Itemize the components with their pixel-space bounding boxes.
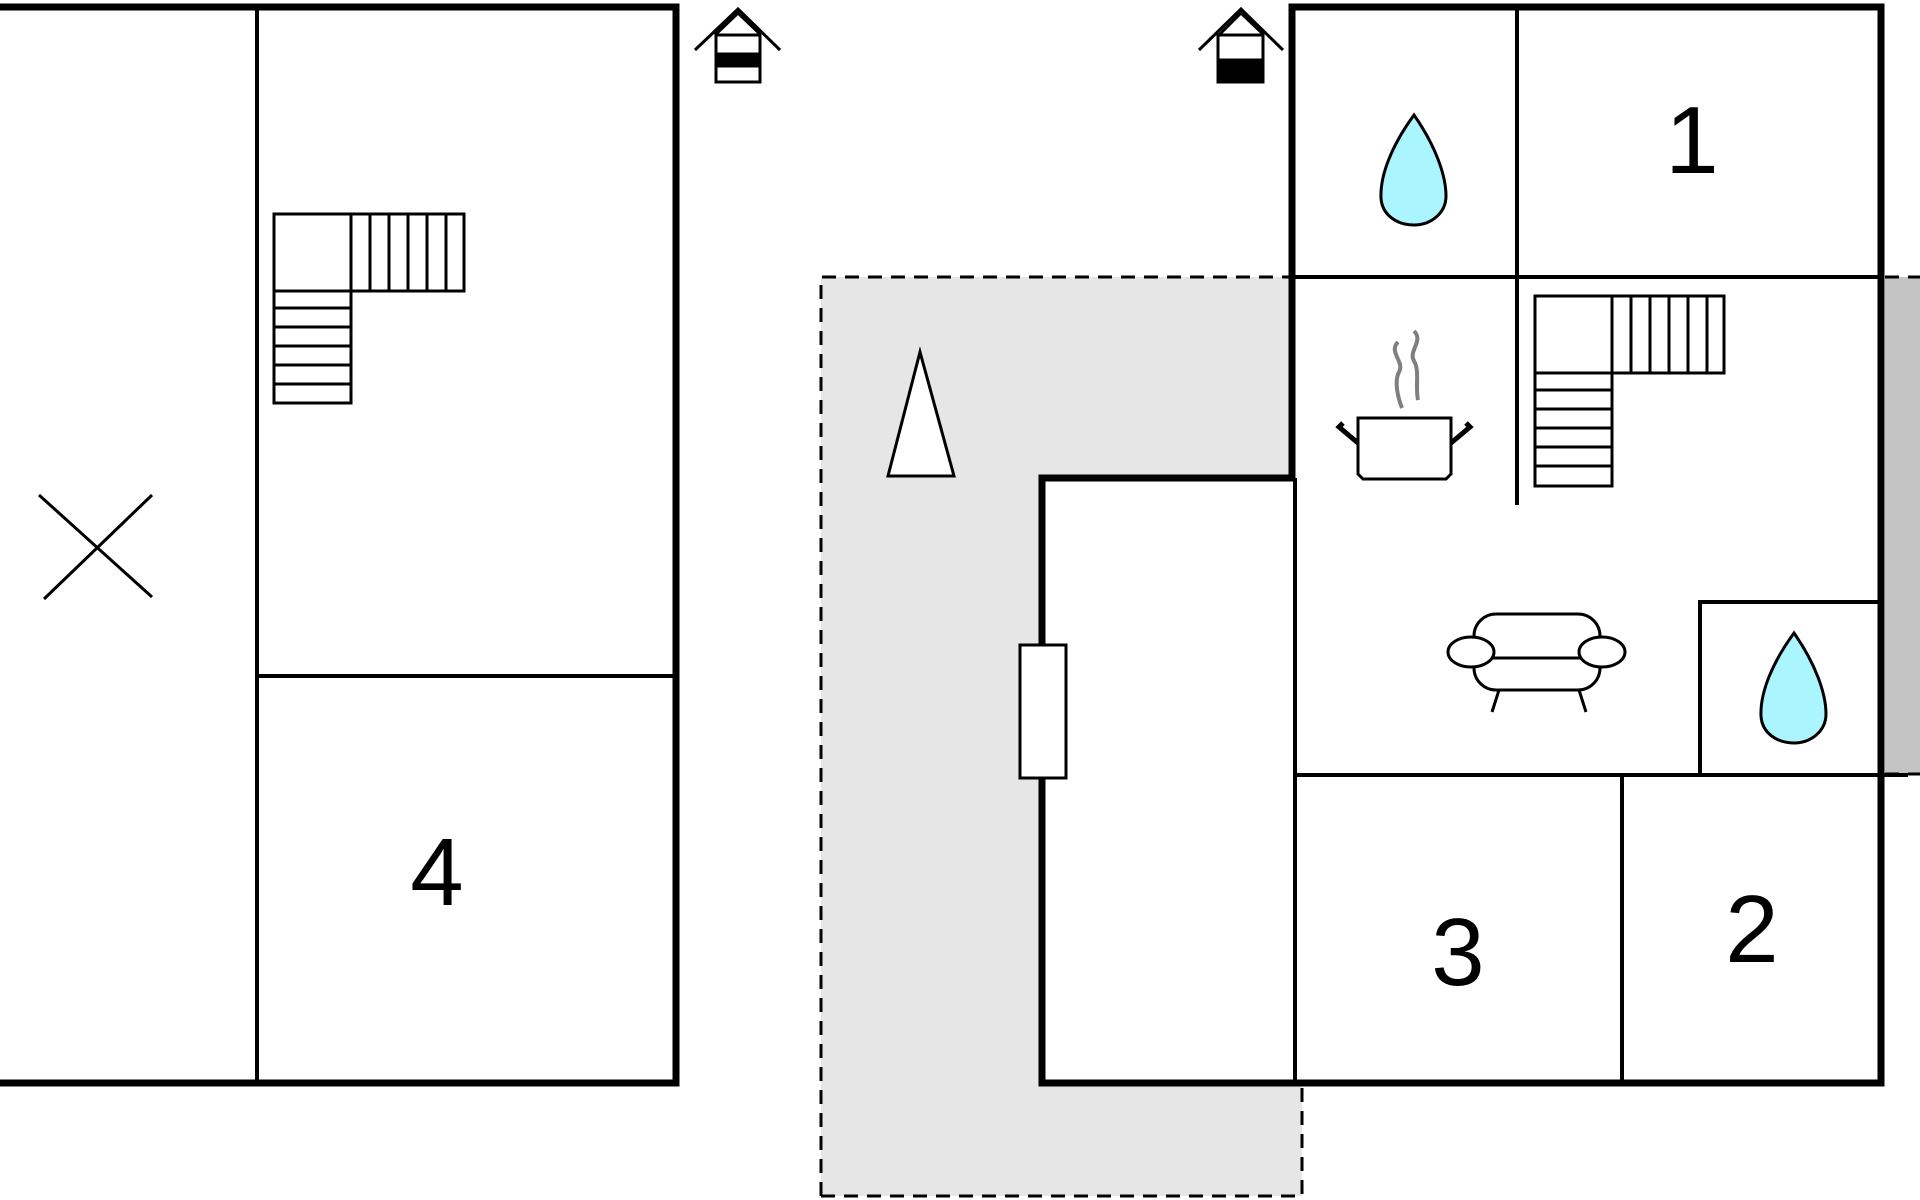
room-number-1: 1 <box>1665 87 1718 194</box>
water-drop-icon <box>1759 630 1828 745</box>
house-entrance-icon <box>693 6 782 84</box>
side-terrace <box>1885 275 1920 776</box>
door-icon <box>1018 643 1068 780</box>
room-number-4: 4 <box>410 819 463 926</box>
x-mark-icon <box>37 493 154 601</box>
terrace <box>819 275 1304 1198</box>
staircase-icon <box>272 212 466 405</box>
sofa-icon <box>1446 612 1627 713</box>
room-number-2: 2 <box>1725 876 1778 983</box>
house-entrance-icon <box>1197 6 1285 84</box>
left-building <box>0 3 680 1087</box>
right-building <box>1038 3 1908 1087</box>
water-drop-icon <box>1379 112 1448 227</box>
cooking-pot-icon <box>1335 329 1474 481</box>
staircase-icon <box>1533 294 1726 488</box>
tent-icon <box>886 346 956 478</box>
room-number-3: 3 <box>1431 899 1484 1006</box>
